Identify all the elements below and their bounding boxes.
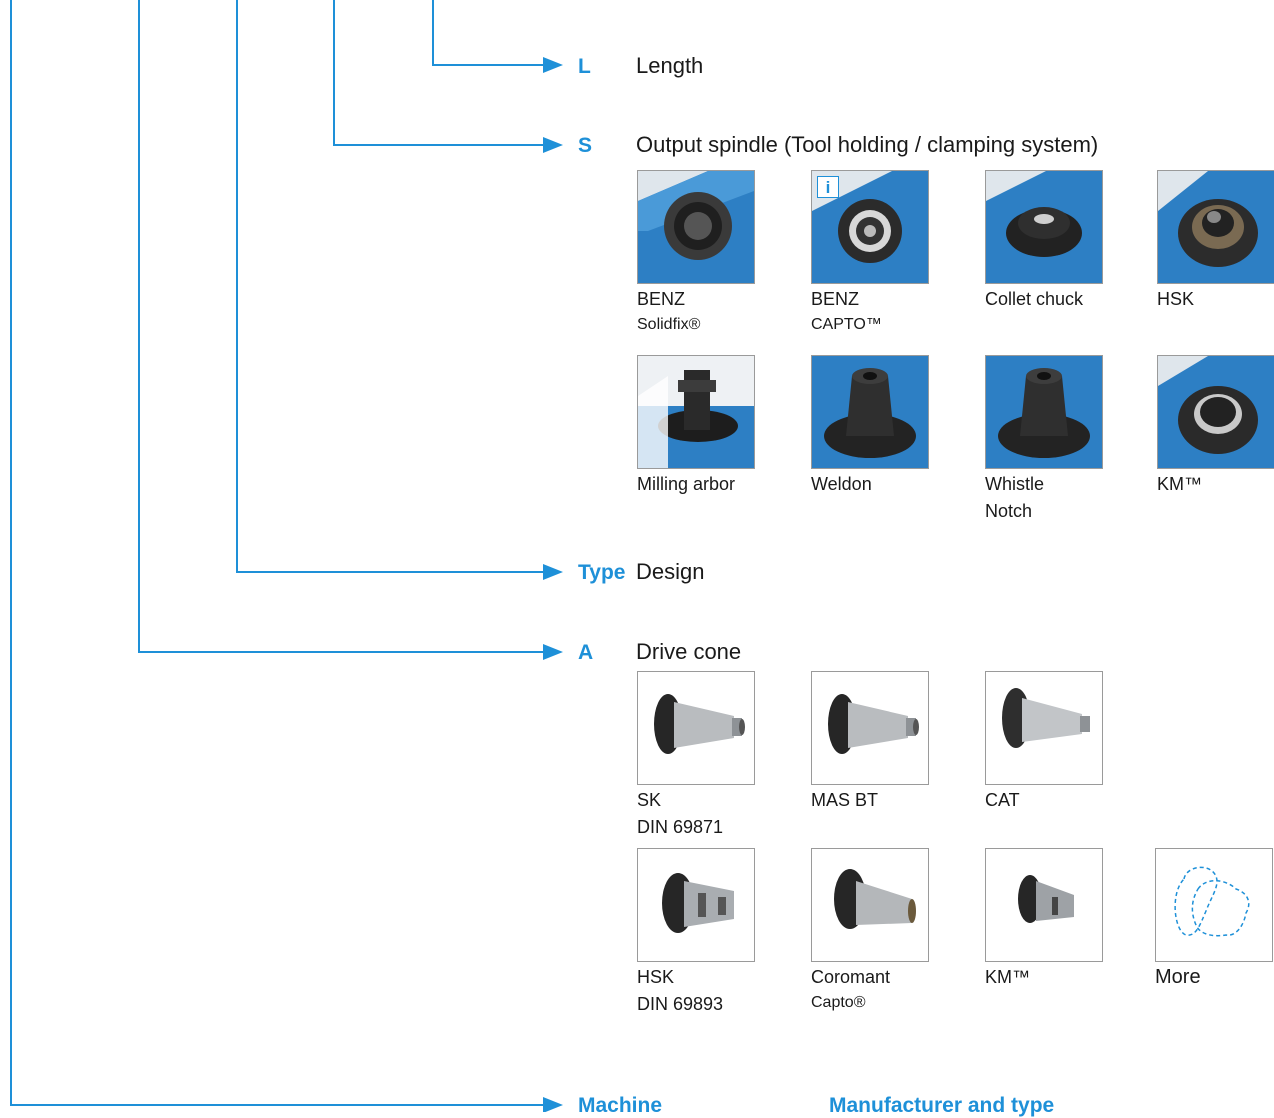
coromant-capto-cone-photo (811, 848, 929, 962)
spindle-option-capto[interactable]: i BENZ CAPTO™ (811, 170, 929, 338)
spindle-option-line1: Collet chuck (985, 289, 1084, 309)
cone-option-mas-bt[interactable]: MAS BT (811, 671, 929, 814)
km-cone-photo (985, 848, 1103, 962)
length-label: Length (636, 53, 704, 78)
spindle-option-collet-chuck[interactable]: Collet chuck (985, 170, 1103, 313)
drive-cone-label: Drive cone (636, 639, 742, 664)
cone-option-coromant-capto[interactable]: Coromant Capto® (811, 848, 929, 1016)
spindle-option-line1: Weldon (811, 474, 872, 494)
spindle-label: Output spindle (Tool holding / clamping … (636, 132, 1099, 157)
cone-option-cat[interactable]: CAT (985, 671, 1103, 814)
spindle-option-line1: Milling arbor (637, 474, 736, 494)
cone-option-line2: DIN 69893 (637, 994, 724, 1014)
spindle-option-line1: BENZ (811, 289, 860, 309)
spindle-option-line2: Notch (985, 501, 1033, 521)
spindle-option-line1: KM™ (1157, 474, 1202, 494)
machine-label: Manufacturer and type (829, 1094, 1055, 1117)
cone-option-km[interactable]: KM™ (985, 848, 1103, 991)
spindle-option-solidfix[interactable]: BENZ Solidfix® (637, 170, 755, 338)
hsk-spindle-photo (1157, 170, 1274, 284)
spindle-option-milling-arbor[interactable]: Milling arbor (637, 355, 755, 498)
hsk-cone-photo (637, 848, 755, 962)
cone-option-line1: HSK (637, 967, 675, 987)
cone-option-line1: More (1155, 966, 1201, 988)
cone-option-line1: SK (637, 790, 662, 810)
cone-option-line2: DIN 69871 (637, 817, 724, 837)
mas-bt-cone-photo (811, 671, 929, 785)
spindle-option-line1: BENZ (637, 289, 686, 309)
spindle-option-line1: Whistle (985, 474, 1045, 494)
km-spindle-photo (1157, 355, 1274, 469)
collet-chuck-photo (985, 170, 1103, 284)
spindle-option-whistle-notch[interactable]: Whistle Notch (985, 355, 1103, 525)
more-outline-icon (1155, 848, 1273, 962)
cone-option-hsk[interactable]: HSK DIN 69893 (637, 848, 755, 1018)
spindle-option-km[interactable]: KM™ (1157, 355, 1274, 498)
cone-option-sk[interactable]: SK DIN 69871 (637, 671, 755, 841)
cat-cone-photo (985, 671, 1103, 785)
spindle-option-line2: CAPTO™ (811, 316, 882, 333)
cone-option-line1: MAS BT (811, 790, 879, 810)
type-key: Type (578, 561, 626, 584)
machine-key: Machine (578, 1094, 663, 1117)
sk-cone-photo (637, 671, 755, 785)
capto-spindle-photo: i (811, 170, 929, 284)
drive-cone-key: A (578, 641, 594, 664)
weldon-photo (811, 355, 929, 469)
spindle-option-line2: Solidfix® (637, 316, 701, 333)
spindle-option-hsk[interactable]: HSK (1157, 170, 1274, 313)
cone-option-line1: Coromant (811, 967, 891, 987)
milling-arbor-photo (637, 355, 755, 469)
spindle-option-line1: HSK (1157, 289, 1195, 309)
solidfix-spindle-photo (637, 170, 755, 284)
cone-option-line1: CAT (985, 790, 1020, 810)
whistle-notch-photo (985, 355, 1103, 469)
cone-option-line1: KM™ (985, 967, 1030, 987)
spindle-key: S (578, 134, 593, 157)
spindle-option-weldon[interactable]: Weldon (811, 355, 929, 498)
info-icon[interactable]: i (817, 176, 839, 198)
length-key: L (578, 55, 591, 78)
type-label: Design (636, 559, 705, 584)
cone-option-more[interactable]: More (1155, 848, 1273, 991)
cone-option-line2: Capto® (811, 994, 866, 1011)
